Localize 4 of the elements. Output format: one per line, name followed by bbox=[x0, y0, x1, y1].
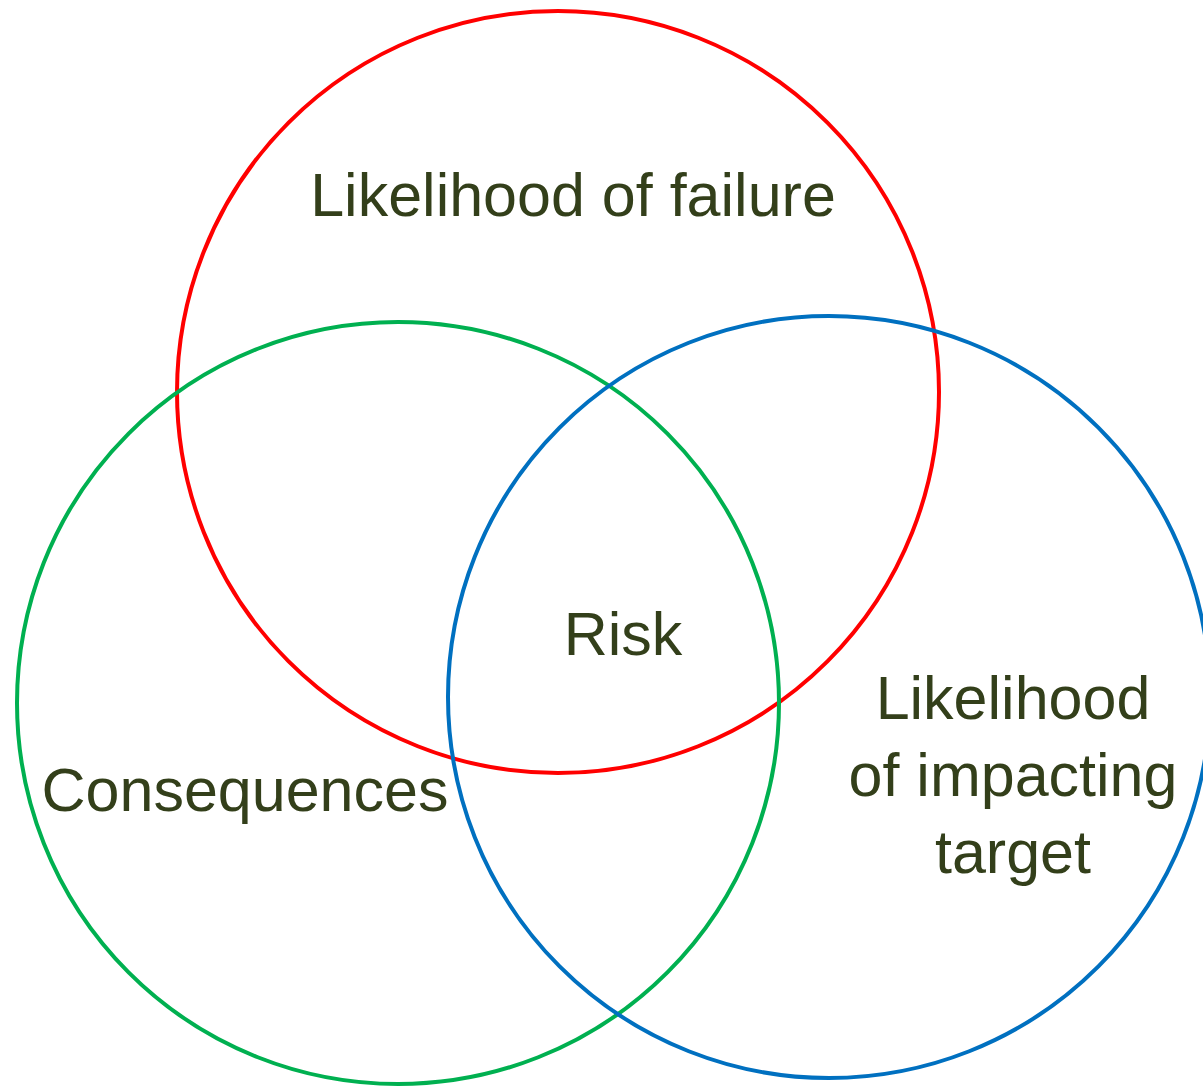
circle-label: Likelihood of failure bbox=[309, 159, 837, 231]
intersection-label: Risk bbox=[563, 598, 683, 670]
circle-label: Consequences bbox=[40, 754, 450, 826]
circle-label: Likelihood of impacting target bbox=[848, 662, 1178, 888]
